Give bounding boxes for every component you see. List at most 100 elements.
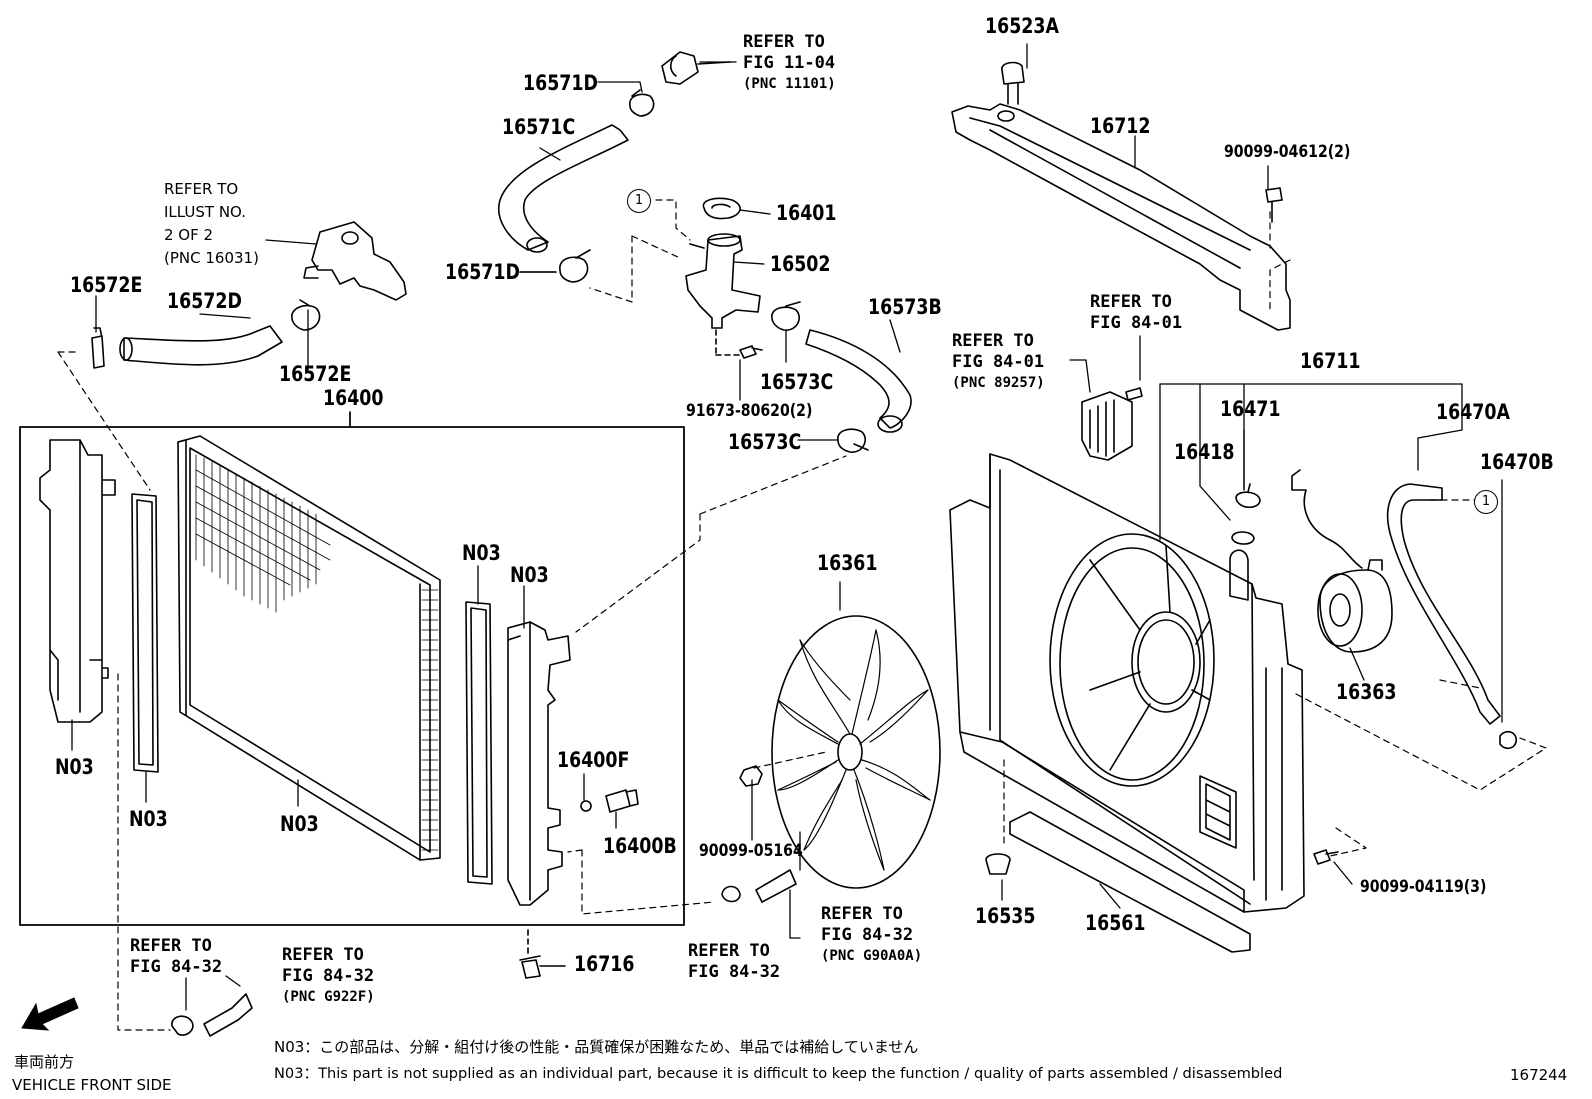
water-inlet bbox=[685, 235, 761, 329]
part-90099-04612: 90099-04612(2) bbox=[1224, 142, 1351, 162]
part-N03-a: N03 bbox=[462, 541, 501, 565]
part-91673-80620: 91673-80620(2) bbox=[686, 401, 813, 421]
right-gasket bbox=[465, 601, 493, 885]
left-tank bbox=[39, 439, 103, 723]
part-16535: 16535 bbox=[975, 904, 1036, 928]
part-90099-04119: 90099-04119(3) bbox=[1360, 877, 1487, 897]
part-N03-d: N03 bbox=[129, 807, 168, 831]
note-en: N03：This part is not supplied as an indi… bbox=[274, 1065, 1283, 1082]
ref-illust-2-of-2: REFER TO ILLUST NO. 2 OF 2 (PNC 16031) bbox=[164, 178, 259, 270]
ref-fig-84-01-b-line2: FIG 84-01 bbox=[952, 352, 1045, 372]
part-16471: 16471 bbox=[1220, 397, 1281, 421]
fan-relay bbox=[1081, 391, 1133, 461]
part-16361: 16361 bbox=[817, 551, 878, 575]
fan-shroud bbox=[949, 453, 1305, 913]
part-90099-05164: 90099-05164 bbox=[699, 841, 803, 861]
ref-fig-84-32-b-line1: REFER TO bbox=[688, 941, 770, 961]
thermostat-housing bbox=[311, 221, 407, 301]
ref-fig-84-32-d: REFER TO FIG 84-32 (PNC G922F) bbox=[282, 945, 375, 1008]
ref-fig-84-01-a-line1: REFER TO bbox=[1090, 292, 1172, 312]
ref-fig-84-32-a-line2: FIG 84-32 bbox=[821, 925, 914, 945]
left-gasket bbox=[131, 493, 159, 773]
part-16571D-top: 16571D bbox=[523, 71, 598, 95]
ref-fig-84-01-a-line2: FIG 84-01 bbox=[1090, 313, 1183, 333]
bolt-91673 bbox=[739, 345, 763, 359]
lower-hose bbox=[805, 329, 912, 429]
ref-illust-line1: REFER TO bbox=[164, 180, 239, 198]
seal-16418 bbox=[1231, 531, 1255, 545]
part-16572E-right: 16572E bbox=[279, 362, 352, 386]
part-16400F: 16400F bbox=[557, 748, 630, 772]
part-16363: 16363 bbox=[1336, 680, 1397, 704]
part-16561: 16561 bbox=[1085, 911, 1146, 935]
part-16573C-a: 16573C bbox=[760, 370, 834, 394]
direction-label-en: VEHICLE FRONT SIDE bbox=[12, 1076, 172, 1094]
note-jp: N03：この部品は、分解・組付け後の性能・品質確保が困難なため、単品では補給して… bbox=[274, 1038, 919, 1056]
part-16470B: 16470B bbox=[1480, 450, 1554, 474]
vehicle-front-arrow bbox=[21, 997, 79, 1031]
ref-fig-84-32-a-line1: REFER TO bbox=[821, 904, 903, 924]
nut-90099-05164 bbox=[739, 765, 763, 787]
part-N03-e: N03 bbox=[280, 812, 319, 836]
radiator-support bbox=[951, 103, 1291, 331]
part-16470A: 16470A bbox=[1436, 400, 1510, 424]
part-16573C-b: 16573C bbox=[728, 430, 802, 454]
callout-1-right: 1 bbox=[1474, 490, 1498, 514]
drain-cock bbox=[519, 955, 541, 979]
ref-fig-84-01-a: REFER TO FIG 84-01 bbox=[1090, 292, 1182, 334]
ref-illust-line2: ILLUST NO. bbox=[164, 203, 247, 221]
callout-1-top: 1 bbox=[627, 189, 651, 213]
clamp-16471 bbox=[1235, 483, 1261, 509]
part-16523A: 16523A bbox=[985, 14, 1059, 38]
figure-number: 167244 bbox=[1510, 1066, 1568, 1084]
part-16573B: 16573B bbox=[868, 295, 942, 319]
fan-motor bbox=[1319, 569, 1393, 653]
upper-hose bbox=[497, 124, 629, 251]
cap-gasket bbox=[702, 197, 741, 220]
part-16418: 16418 bbox=[1174, 440, 1235, 464]
clip-16572E-left bbox=[91, 327, 105, 369]
ref-fig-84-32-a-line3: (PNC G90A0A) bbox=[821, 948, 923, 964]
ref-fig-84-32-c: REFER TO FIG 84-32 bbox=[130, 936, 222, 978]
part-16571C: 16571C bbox=[502, 115, 576, 139]
part-N03-b: N03 bbox=[510, 563, 549, 587]
ref-fig-84-32-c-line1: REFER TO bbox=[130, 936, 212, 956]
ref-fig-11-04-line2: FIG 11-04 bbox=[743, 53, 836, 73]
upper-hose-clamp bbox=[629, 89, 655, 117]
wire-harness-16470A bbox=[1386, 483, 1501, 725]
ref-fig-84-01-b: REFER TO FIG 84-01 (PNC 89257) bbox=[952, 331, 1045, 394]
direction-label-jp: 車両前方 bbox=[14, 1053, 75, 1071]
ref-illust-line3: 2 OF 2 bbox=[164, 226, 214, 244]
part-16716: 16716 bbox=[574, 952, 635, 976]
radiator-core bbox=[177, 435, 441, 861]
ref-fig-11-04: REFER TO FIG 11-04 (PNC 11101) bbox=[743, 32, 836, 95]
drain-plug bbox=[605, 789, 639, 813]
ref-illust-line4: (PNC 16031) bbox=[164, 249, 259, 267]
stud-16523A bbox=[1001, 61, 1025, 105]
part-16572E-left: 16572E bbox=[70, 273, 143, 297]
grommet-16535 bbox=[985, 853, 1011, 875]
ref-fig-84-32-b: REFER TO FIG 84-32 bbox=[688, 941, 780, 983]
part-16571D-mid: 16571D bbox=[445, 260, 520, 284]
part-16401: 16401 bbox=[776, 201, 837, 225]
ref-fig-84-32-d-line3: (PNC G922F) bbox=[282, 989, 375, 1005]
part-16400: 16400 bbox=[323, 386, 384, 410]
ref-fig-84-32-d-line2: FIG 84-32 bbox=[282, 966, 375, 986]
ref-fig-84-32-b-line2: FIG 84-32 bbox=[688, 962, 781, 982]
ref-fig-84-32-c-line2: FIG 84-32 bbox=[130, 957, 223, 977]
ref-fig-84-32-d-line1: REFER TO bbox=[282, 945, 364, 965]
part-16572D: 16572D bbox=[167, 289, 242, 313]
ref-fig-84-01-b-line1: REFER TO bbox=[952, 331, 1034, 351]
part-16712: 16712 bbox=[1090, 114, 1151, 138]
ref-fig-84-01-b-line3: (PNC 89257) bbox=[952, 375, 1045, 391]
right-tank bbox=[507, 621, 571, 906]
part-16711: 16711 bbox=[1300, 349, 1361, 373]
bolt-90099-04119 bbox=[1313, 849, 1339, 865]
radiator-assembly-frame bbox=[19, 426, 685, 926]
bolt-90099-04612 bbox=[1265, 187, 1283, 223]
ref-fig-11-04-line1: REFER TO bbox=[743, 32, 825, 52]
seal-16561 bbox=[1009, 811, 1251, 953]
outlet-fitting bbox=[661, 51, 699, 85]
